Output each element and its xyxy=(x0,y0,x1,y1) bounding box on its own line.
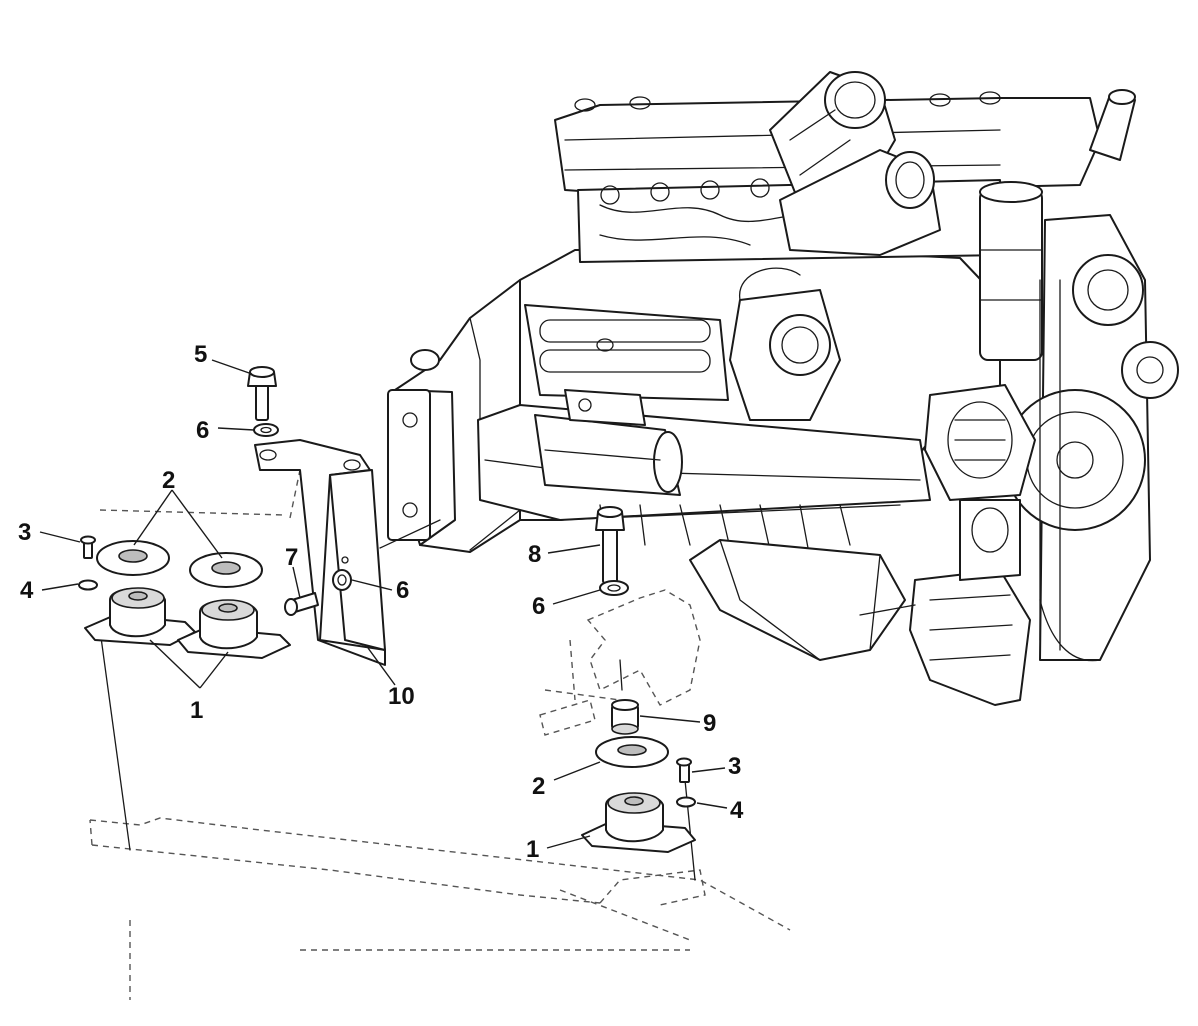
bolt-5 xyxy=(247,366,277,421)
callout-4-left: 4 xyxy=(20,577,34,604)
oil-sump xyxy=(689,539,906,661)
callout-4-rear: 4 xyxy=(730,797,744,824)
rear-mount xyxy=(539,506,701,853)
rubber-mount-1-right xyxy=(177,599,291,659)
bolt-3-rear xyxy=(676,757,692,783)
engine-bracket-10 xyxy=(254,439,386,666)
air-intake-elbow xyxy=(769,71,941,256)
callout-3-left: 3 xyxy=(18,519,31,546)
callout-10: 10 xyxy=(388,683,415,710)
callout-1-left: 1 xyxy=(190,697,203,724)
washer-4-left xyxy=(78,579,98,591)
bolt-3-left xyxy=(80,535,96,559)
coolant-outlet-pipe xyxy=(1089,89,1136,161)
engine-assembly xyxy=(379,71,1179,706)
engine-to-sump-line xyxy=(859,604,916,616)
cylinder-block xyxy=(477,247,1001,551)
front-mount-left xyxy=(78,366,386,666)
spacer-9 xyxy=(611,699,639,735)
rubber-mount-1-rear xyxy=(581,792,696,853)
callout-6-bracket: 6 xyxy=(396,577,409,604)
washer-4-rear xyxy=(676,796,696,808)
bolt-8 xyxy=(595,506,625,584)
turbocharger xyxy=(729,267,841,421)
engine-to-bracket-line xyxy=(379,519,441,549)
spacer-disc-2-right xyxy=(189,552,263,588)
fuel-injection-pump xyxy=(909,499,1031,706)
washer-6-rear xyxy=(599,580,629,596)
callout-3-rear: 3 xyxy=(728,753,741,780)
washer-6-top xyxy=(253,423,279,437)
callout-2-rear: 2 xyxy=(532,773,545,800)
callout-9: 9 xyxy=(703,710,716,737)
callout-6-bolt: 6 xyxy=(196,417,209,444)
nut-6-bracket xyxy=(332,569,352,591)
leader-lines xyxy=(39,359,728,849)
front-pulley-assembly xyxy=(1004,214,1179,662)
rubber-mount-1-left xyxy=(84,587,196,646)
rear-cross-bolt-outline xyxy=(539,699,596,736)
filter-canister xyxy=(979,181,1043,361)
callout-2-left: 2 xyxy=(162,467,175,494)
bolt-7 xyxy=(284,592,319,616)
callout-6-rear: 6 xyxy=(532,593,545,620)
callout-1-rear: 1 xyxy=(526,836,539,863)
callout-8: 8 xyxy=(528,541,541,568)
starter-motor xyxy=(534,389,683,496)
callout-5: 5 xyxy=(194,341,207,368)
callout-7: 7 xyxy=(285,544,298,571)
spacer-disc-2-left xyxy=(96,540,170,576)
spacer-disc-2-rear xyxy=(595,736,669,768)
rear-bracket-outline xyxy=(586,589,701,706)
alternator xyxy=(924,384,1036,501)
callout-labels: 5 6 2 3 4 1 7 6 10 8 6 9 2 3 4 1 xyxy=(18,341,744,863)
chassis-frame-outline xyxy=(89,469,791,1000)
engine-to-rear-mount-line xyxy=(469,509,521,551)
